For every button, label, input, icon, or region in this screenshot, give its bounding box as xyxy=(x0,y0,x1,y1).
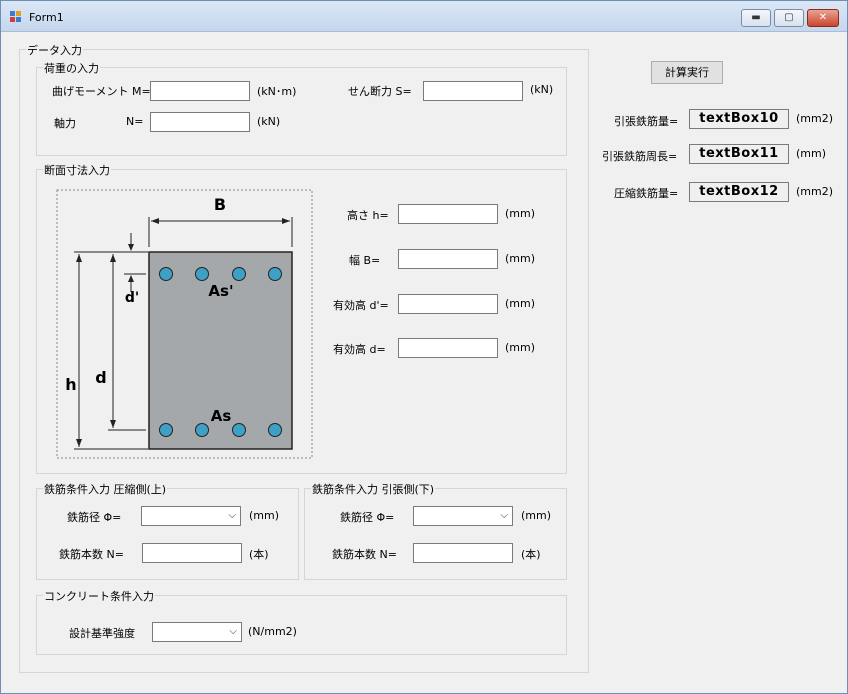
chevron-down-icon: ⌵ xyxy=(228,510,236,521)
tens-dia-unit: (mm) xyxy=(521,509,552,522)
axial-input[interactable] xyxy=(150,112,250,132)
chevron-down-icon: ⌵ xyxy=(229,626,237,637)
d-input[interactable] xyxy=(398,338,498,358)
shear-input[interactable] xyxy=(423,81,523,101)
strength-select[interactable]: ⌵ xyxy=(152,622,242,642)
b-arrow-right xyxy=(282,218,290,224)
comp-area-output: textBox12 xyxy=(689,182,789,202)
comp-dia-unit: (mm) xyxy=(249,509,280,522)
top-rebar-4 xyxy=(268,267,282,281)
axial-label: 軸力 xyxy=(54,117,76,130)
concrete-group-label: コンクリート条件入力 xyxy=(43,588,155,604)
tens-count-label: 鉄筋本数 N= xyxy=(332,548,397,561)
data-input-group: データ入力 xyxy=(19,42,589,673)
as-prime-label: As' xyxy=(208,282,233,300)
tens-dia-select[interactable]: ⌵ xyxy=(413,506,513,526)
section-diagram: B h d d' xyxy=(56,189,313,459)
rebar-tension-group: 鉄筋条件入力 引張側(下) xyxy=(304,481,567,580)
title-bar[interactable]: Form1 ▬ ▢ ✕ xyxy=(1,1,847,32)
b-arrow-left xyxy=(151,218,159,224)
d-label: d xyxy=(95,368,106,387)
height-unit: (mm) xyxy=(505,207,536,220)
concrete-group: コンクリート条件入力 xyxy=(36,588,567,655)
h-label: h xyxy=(65,375,76,394)
tension-area-label: 引張鉄筋量= xyxy=(614,115,679,128)
h-arrow-bottom xyxy=(76,439,82,447)
axial-var-label: N= xyxy=(126,115,144,128)
concrete-section xyxy=(148,251,293,450)
calculate-button[interactable]: 計算実行 xyxy=(651,61,723,84)
rebar-tension-group-label: 鉄筋条件入力 引張側(下) xyxy=(311,481,436,497)
moment-input[interactable] xyxy=(150,81,250,101)
dprime-unit: (mm) xyxy=(505,297,536,310)
d-unit: (mm) xyxy=(505,341,536,354)
d-input-label: 有効高 d= xyxy=(333,343,386,356)
d-arrow-top xyxy=(110,254,116,262)
bottom-rebar-3 xyxy=(232,423,246,437)
dprime-label: d' xyxy=(125,290,139,306)
dprime-arrow-top xyxy=(128,244,134,251)
dprime-arrow-bottom xyxy=(128,275,134,282)
chevron-down-icon: ⌵ xyxy=(500,510,508,521)
dprime-input-label: 有効高 d'= xyxy=(333,299,389,312)
section-group: 断面寸法入力 xyxy=(36,162,567,474)
maximize-button[interactable]: ▢ xyxy=(774,9,804,27)
moment-unit: (kN･m) xyxy=(257,85,297,98)
comp-count-label: 鉄筋本数 N= xyxy=(59,548,124,561)
load-group: 荷重の入力 xyxy=(36,60,567,156)
tens-dia-label: 鉄筋径 Φ= xyxy=(340,511,395,524)
comp-count-input[interactable] xyxy=(142,543,242,563)
tens-count-input[interactable] xyxy=(413,543,513,563)
strength-unit: (N/mm2) xyxy=(248,625,297,638)
width-label: 幅 B= xyxy=(349,254,381,267)
tension-area-output: textBox10 xyxy=(689,109,789,129)
bottom-rebar-1 xyxy=(159,423,173,437)
top-rebar-1 xyxy=(159,267,173,281)
strength-label: 設計基準強度 xyxy=(69,627,135,640)
axial-unit: (kN) xyxy=(257,115,281,128)
load-group-label: 荷重の入力 xyxy=(43,60,100,76)
bottom-rebar-2 xyxy=(195,423,209,437)
top-rebar-3 xyxy=(232,267,246,281)
perimeter-output: textBox11 xyxy=(689,144,789,164)
tension-area-unit: (mm2) xyxy=(796,112,834,125)
perimeter-label: 引張鉄筋周長= xyxy=(602,150,678,163)
dprime-input[interactable] xyxy=(398,294,498,314)
section-group-label: 断面寸法入力 xyxy=(43,162,111,178)
rebar-compression-group-label: 鉄筋条件入力 圧縮側(上) xyxy=(43,481,168,497)
app-icon xyxy=(10,11,22,23)
comp-count-unit: (本) xyxy=(249,548,269,561)
comp-area-label: 圧縮鉄筋量= xyxy=(614,187,679,200)
moment-label: 曲げモーメント M= xyxy=(52,85,151,98)
diagram-frame xyxy=(56,189,313,459)
perimeter-unit: (mm) xyxy=(796,147,827,160)
data-input-group-label: データ入力 xyxy=(26,42,83,58)
width-unit: (mm) xyxy=(505,252,536,265)
d-arrow-bottom xyxy=(110,420,116,428)
form-client-area: データ入力 荷重の入力 曲げモーメント M= (kN･m) せん断力 S= (k… xyxy=(1,33,847,693)
height-label: 高さ h= xyxy=(347,209,389,222)
minimize-button[interactable]: ▬ xyxy=(741,9,771,27)
close-button[interactable]: ✕ xyxy=(807,9,839,27)
top-rebar-2 xyxy=(195,267,209,281)
as-label: As xyxy=(211,407,232,425)
shear-unit: (kN) xyxy=(530,83,554,96)
h-arrow-top xyxy=(76,254,82,262)
shear-label: せん断力 S= xyxy=(348,85,412,98)
tens-count-unit: (本) xyxy=(521,548,541,561)
comp-dia-label: 鉄筋径 Φ= xyxy=(67,511,122,524)
width-input[interactable] xyxy=(398,249,498,269)
window-title: Form1 xyxy=(29,11,64,24)
b-label: B xyxy=(214,195,226,214)
bottom-rebar-4 xyxy=(268,423,282,437)
comp-area-unit: (mm2) xyxy=(796,185,834,198)
rebar-compression-group: 鉄筋条件入力 圧縮側(上) xyxy=(36,481,299,580)
height-input[interactable] xyxy=(398,204,498,224)
comp-dia-select[interactable]: ⌵ xyxy=(141,506,241,526)
